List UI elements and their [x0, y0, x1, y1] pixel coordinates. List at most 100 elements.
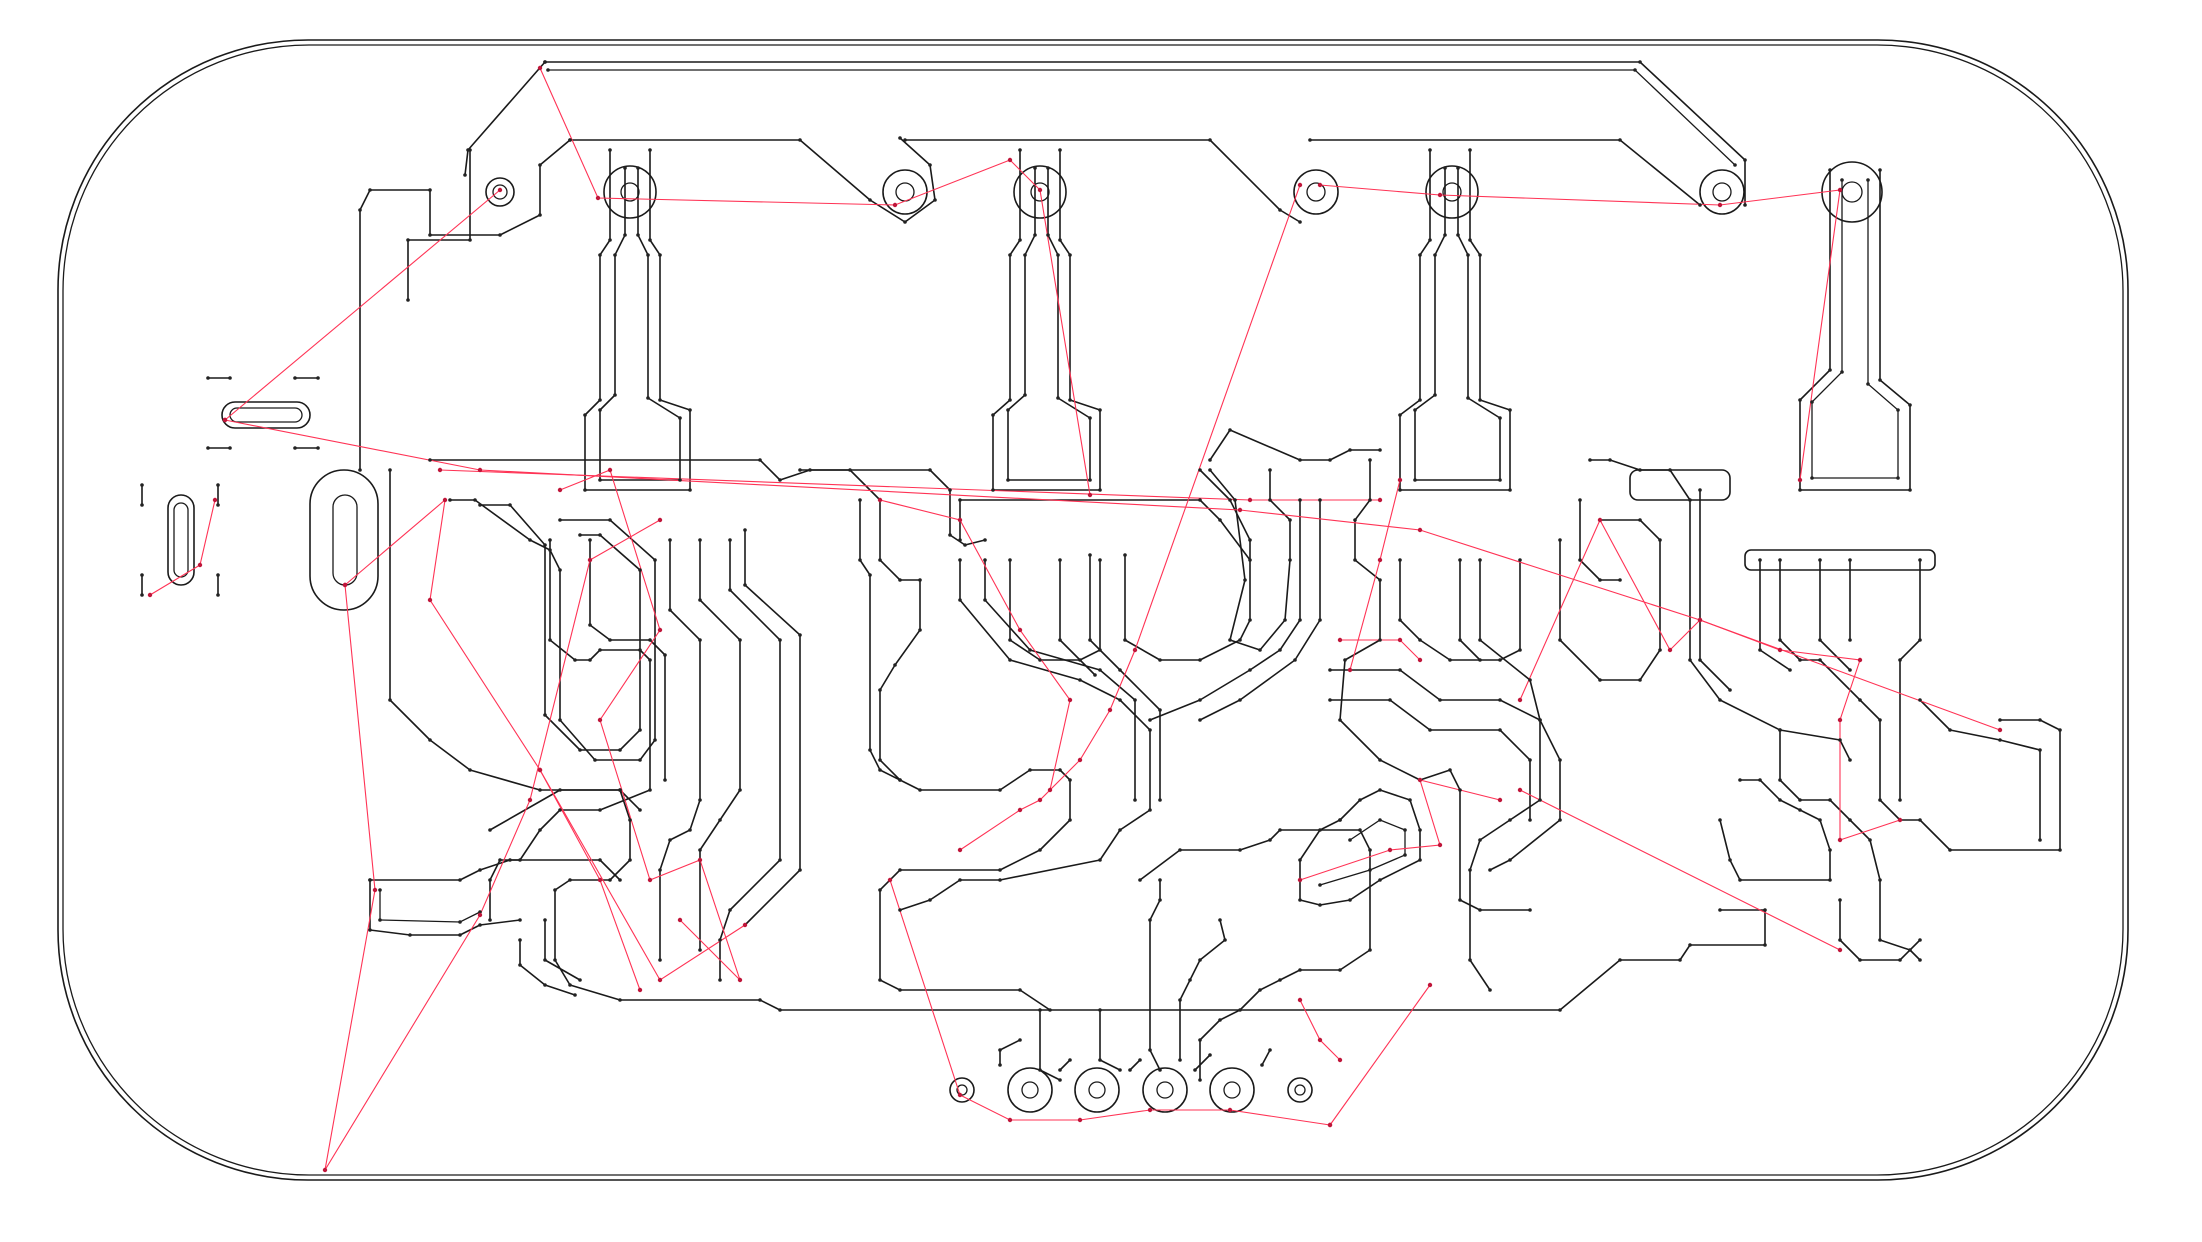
travel-vertex — [342, 582, 348, 588]
path-vertex — [388, 698, 392, 702]
path-vertex — [1878, 168, 1882, 172]
path-vertex — [1508, 488, 1512, 492]
path-vertex — [368, 928, 372, 932]
left-connector — [141, 377, 379, 611]
path-vertex — [1033, 233, 1037, 237]
path-vertex — [1258, 988, 1262, 992]
travel-vertex — [1007, 1117, 1013, 1123]
path-vertex — [428, 188, 432, 192]
path-vertex — [1868, 838, 1872, 842]
path-vertex — [368, 188, 372, 192]
path-vertex — [518, 918, 522, 922]
path-vertex — [1428, 238, 1432, 242]
path-vertex — [1058, 1068, 1062, 1072]
path-vertex — [1208, 458, 1212, 462]
path-vertex — [1178, 848, 1182, 852]
path-vertex — [1138, 1058, 1142, 1062]
path-vertex — [1308, 138, 1312, 142]
path-vertex — [1058, 1078, 1062, 1082]
path-vertex — [538, 163, 542, 167]
path-vertex — [1818, 638, 1822, 642]
path-vertex — [1838, 898, 1842, 902]
path-vertex — [1798, 488, 1802, 492]
path-vertex — [1398, 618, 1402, 622]
path-vertex — [668, 608, 672, 612]
travel-vertex — [607, 467, 613, 473]
path-vertex — [358, 208, 362, 212]
path-vertex — [918, 578, 922, 582]
path-vertex — [543, 958, 547, 962]
travel-vertex — [1297, 877, 1303, 883]
path-vertex — [1056, 396, 1060, 400]
path-vertex — [428, 233, 432, 237]
path-vertex — [1688, 498, 1692, 502]
path-vertex — [1328, 668, 1332, 672]
travel-vertex — [537, 767, 543, 773]
path-vertex — [1298, 898, 1302, 902]
path-vertex — [1006, 408, 1010, 412]
path-vertex — [1318, 828, 1322, 832]
path-vertex — [1278, 978, 1282, 982]
path-vertex — [638, 758, 642, 762]
path-vertex — [598, 478, 602, 482]
path-vertex — [1668, 468, 1672, 472]
path-vertex — [1638, 468, 1642, 472]
travel-vertex — [1897, 817, 1903, 823]
path-vertex — [1778, 778, 1782, 782]
travel-vertex — [1317, 1037, 1323, 1043]
travel-vertex — [1417, 657, 1423, 663]
path-vertex — [578, 533, 582, 537]
travel-vertex — [1017, 807, 1023, 813]
path-vertex — [1260, 1063, 1264, 1067]
path-vertex — [2058, 848, 2062, 852]
path-vertex — [478, 910, 482, 914]
path-vertex — [388, 468, 392, 472]
travel-vertex — [1387, 847, 1393, 853]
path-vertex — [293, 376, 297, 380]
travel-vertex — [587, 557, 593, 563]
path-vertex — [1343, 658, 1347, 662]
path-vertex — [898, 778, 902, 782]
path-vertex — [963, 543, 967, 547]
path-vertex — [458, 933, 462, 937]
path-vertex — [1498, 478, 1502, 482]
travel-vertex — [1107, 707, 1113, 713]
path-vertex — [1413, 408, 1417, 412]
path-vertex — [1248, 668, 1252, 672]
path-vertex — [1848, 638, 1852, 642]
travel-moves — [149, 67, 2001, 1171]
path-vertex — [228, 446, 232, 450]
path-vertex — [1038, 848, 1042, 852]
path-vertex — [1840, 370, 1844, 374]
path-vertex — [1658, 648, 1662, 652]
path-vertex — [1898, 958, 1902, 962]
travel-vertex — [1337, 637, 1343, 643]
path-vertex — [1188, 978, 1192, 982]
path-vertex — [473, 498, 477, 502]
path-vertex — [608, 638, 612, 642]
path-vertex — [1438, 698, 1442, 702]
path-vertex — [558, 518, 562, 522]
travel-vertex — [697, 857, 703, 863]
path-vertex — [1238, 1008, 1242, 1012]
travel-vertex — [657, 977, 663, 983]
path-vertex — [698, 638, 702, 642]
travel-vertex — [1007, 157, 1013, 163]
top-bus-traces — [359, 61, 1911, 491]
path-vertex — [1918, 938, 1922, 942]
path-vertex — [658, 253, 662, 257]
path-vertex — [1038, 658, 1042, 662]
path-vertex — [1198, 698, 1202, 702]
path-vertex — [1468, 868, 1472, 872]
path-vertex — [1658, 538, 1662, 542]
path-vertex — [758, 998, 762, 1002]
path-vertex — [618, 788, 622, 792]
path-vertex — [728, 588, 732, 592]
path-vertex — [1018, 988, 1022, 992]
path-vertex — [1198, 718, 1202, 722]
path-vertex — [608, 238, 612, 242]
path-vertex — [1828, 878, 1832, 882]
path-vertex — [1778, 728, 1782, 732]
path-vertex — [1093, 673, 1097, 677]
